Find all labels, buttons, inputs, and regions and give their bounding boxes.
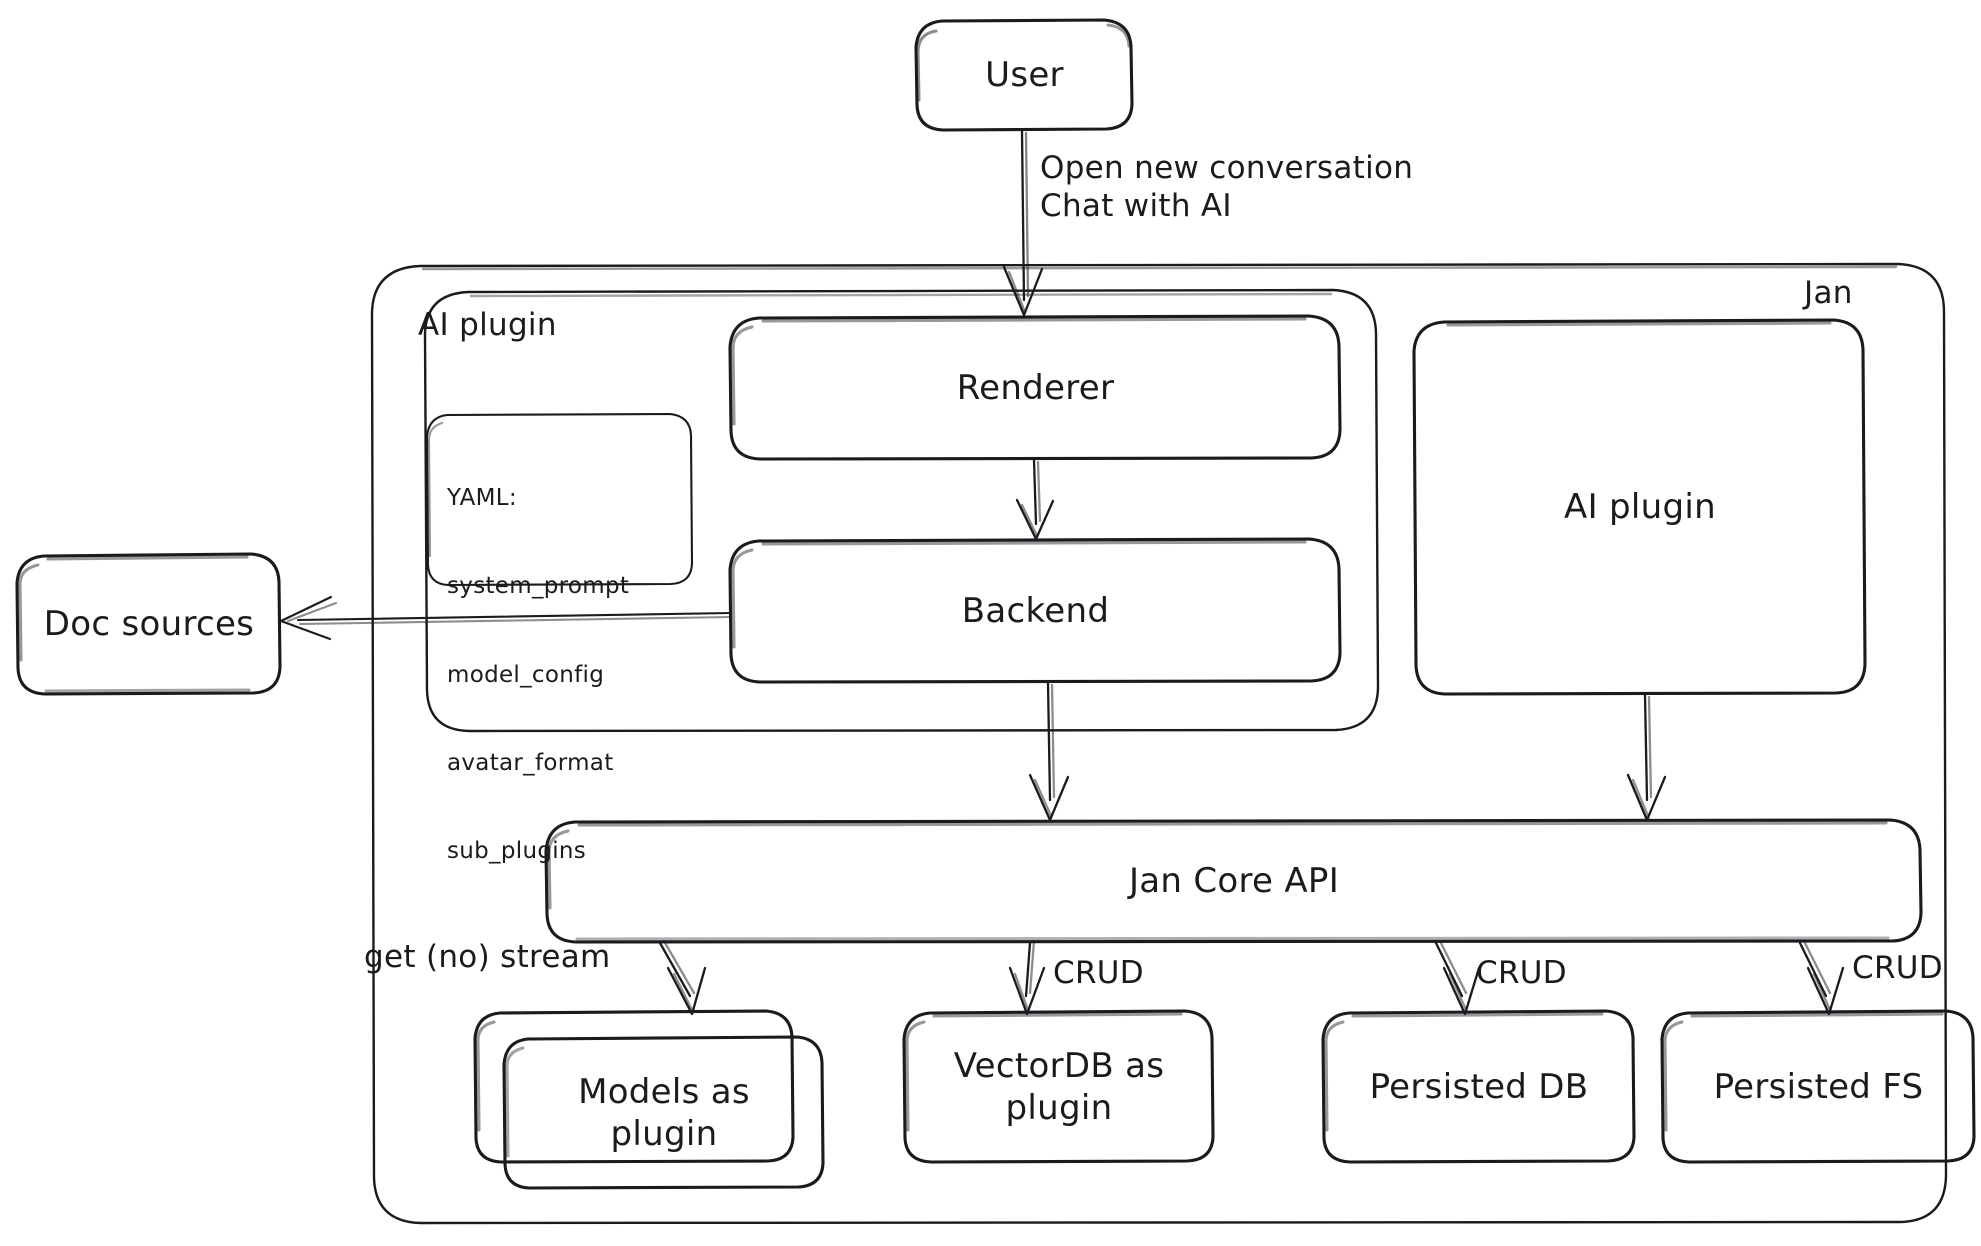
node-models-label: Models as plugin: [505, 1039, 823, 1188]
node-models-outline[interactable]: [473, 1009, 825, 1190]
node-doc-sources-label: Doc sources: [43, 604, 255, 645]
node-yaml-label: YAML: system_prompt model_config avatar_…: [447, 425, 692, 864]
edge-label-crud-persisted-db: CRUD: [1476, 955, 1567, 991]
edge-label-crud-vectordb: CRUD: [1053, 955, 1144, 991]
yaml-line-system-prompt: system_prompt: [447, 573, 630, 600]
node-core-api-label: Jan Core API: [1128, 861, 1340, 902]
yaml-line-avatar-format: avatar_format: [447, 749, 614, 776]
edge-core-api-to-persisted-fs: [1798, 939, 1845, 1016]
node-user-outline[interactable]: [914, 18, 1134, 132]
edge-renderer-to-backend: [1015, 458, 1055, 541]
node-vectordb-label: VectorDB as plugin: [905, 1013, 1213, 1162]
container-ai-plugin-group-outline: [423, 288, 1380, 733]
yaml-line-title: YAML:: [447, 484, 517, 511]
yaml-line-model-config: model_config: [447, 661, 605, 688]
node-vectordb-outline[interactable]: [902, 1009, 1215, 1164]
edge-user-to-renderer: [1002, 129, 1044, 317]
node-models-text: Models as plugin: [578, 1072, 750, 1154]
edge-core-api-to-models: [658, 939, 707, 1016]
edge-backend-to-core-api: [1028, 681, 1070, 822]
node-user-label: User: [985, 55, 1064, 96]
edge-label-open-conversation-text: Open new conversation Chat with AI: [1040, 150, 1414, 224]
node-core-api-outline[interactable]: [544, 818, 1923, 944]
node-doc-sources-outline[interactable]: [15, 552, 282, 696]
edge-label-open-conversation: Open new conversation Chat with AI: [1040, 150, 1413, 226]
node-yaml-outline[interactable]: [425, 412, 694, 587]
node-persisted-db-outline[interactable]: [1321, 1009, 1636, 1164]
edge-label-get-no-stream: get (no) stream: [364, 939, 611, 975]
node-ai-plugin-label: AI plugin: [1564, 487, 1716, 528]
edge-label-crud-persisted-fs: CRUD: [1852, 950, 1943, 986]
container-ai-plugin-group-label: AI plugin: [418, 307, 557, 343]
node-renderer-outline[interactable]: [728, 314, 1342, 461]
yaml-line-sub-plugins: sub_plugins: [447, 838, 587, 865]
edge-core-api-to-vectordb: [1008, 939, 1046, 1016]
container-jan-outline: [370, 262, 1948, 1225]
node-backend-outline[interactable]: [728, 537, 1342, 684]
node-backend-label: Backend: [961, 590, 1110, 631]
edge-backend-to-doc-sources: [279, 595, 733, 641]
container-jan-label: Jan: [1804, 275, 1853, 311]
node-persisted-db-label: Persisted DB: [1369, 1066, 1589, 1107]
node-persisted-fs-label: Persisted FS: [1713, 1066, 1924, 1107]
node-vectordb-text: VectorDB as plugin: [953, 1046, 1165, 1128]
node-renderer-label: Renderer: [956, 367, 1115, 408]
edge-core-api-to-persisted-db: [1434, 939, 1481, 1016]
node-ai-plugin-outline[interactable]: [1412, 318, 1867, 696]
node-persisted-fs-outline[interactable]: [1660, 1009, 1976, 1164]
edge-ai-plugin-to-core-api: [1626, 693, 1667, 822]
